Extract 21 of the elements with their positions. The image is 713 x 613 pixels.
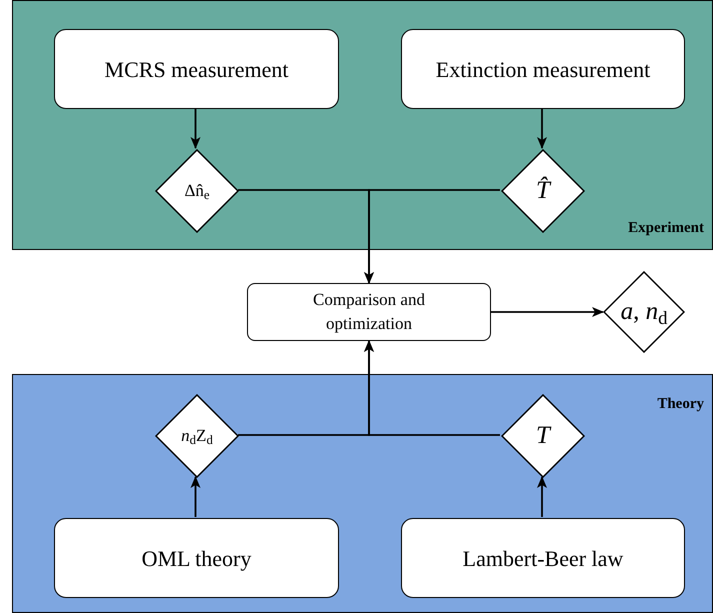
arrow: [190, 476, 200, 517]
decision-diamond: T̂: [501, 149, 585, 233]
process-box: Extinction measurement: [401, 29, 685, 109]
panel-title: Theory: [657, 395, 704, 414]
arrow: [364, 189, 500, 284]
arrow: [491, 307, 604, 317]
process-box: Comparison and optimization: [247, 283, 491, 341]
panel-title: Experiment: [628, 218, 704, 238]
decision-diamond: T: [501, 394, 585, 478]
arrow: [537, 476, 547, 517]
arrow: [190, 108, 200, 149]
arrow: [537, 108, 547, 149]
arrow: [364, 340, 500, 436]
decision-diamond: n$_{d}$Z$_{d}$: [155, 394, 239, 478]
process-box: OML theory: [54, 518, 339, 598]
process-box: Lambert-Beer law: [401, 518, 685, 598]
group-panel: [12, 0, 713, 250]
group-panel: [12, 374, 713, 613]
process-box: MCRS measurement: [54, 29, 339, 109]
decision-diamond: a, n$_{d}$: [603, 271, 685, 353]
decision-diamond: Δn̂$_{e}$: [155, 149, 239, 233]
